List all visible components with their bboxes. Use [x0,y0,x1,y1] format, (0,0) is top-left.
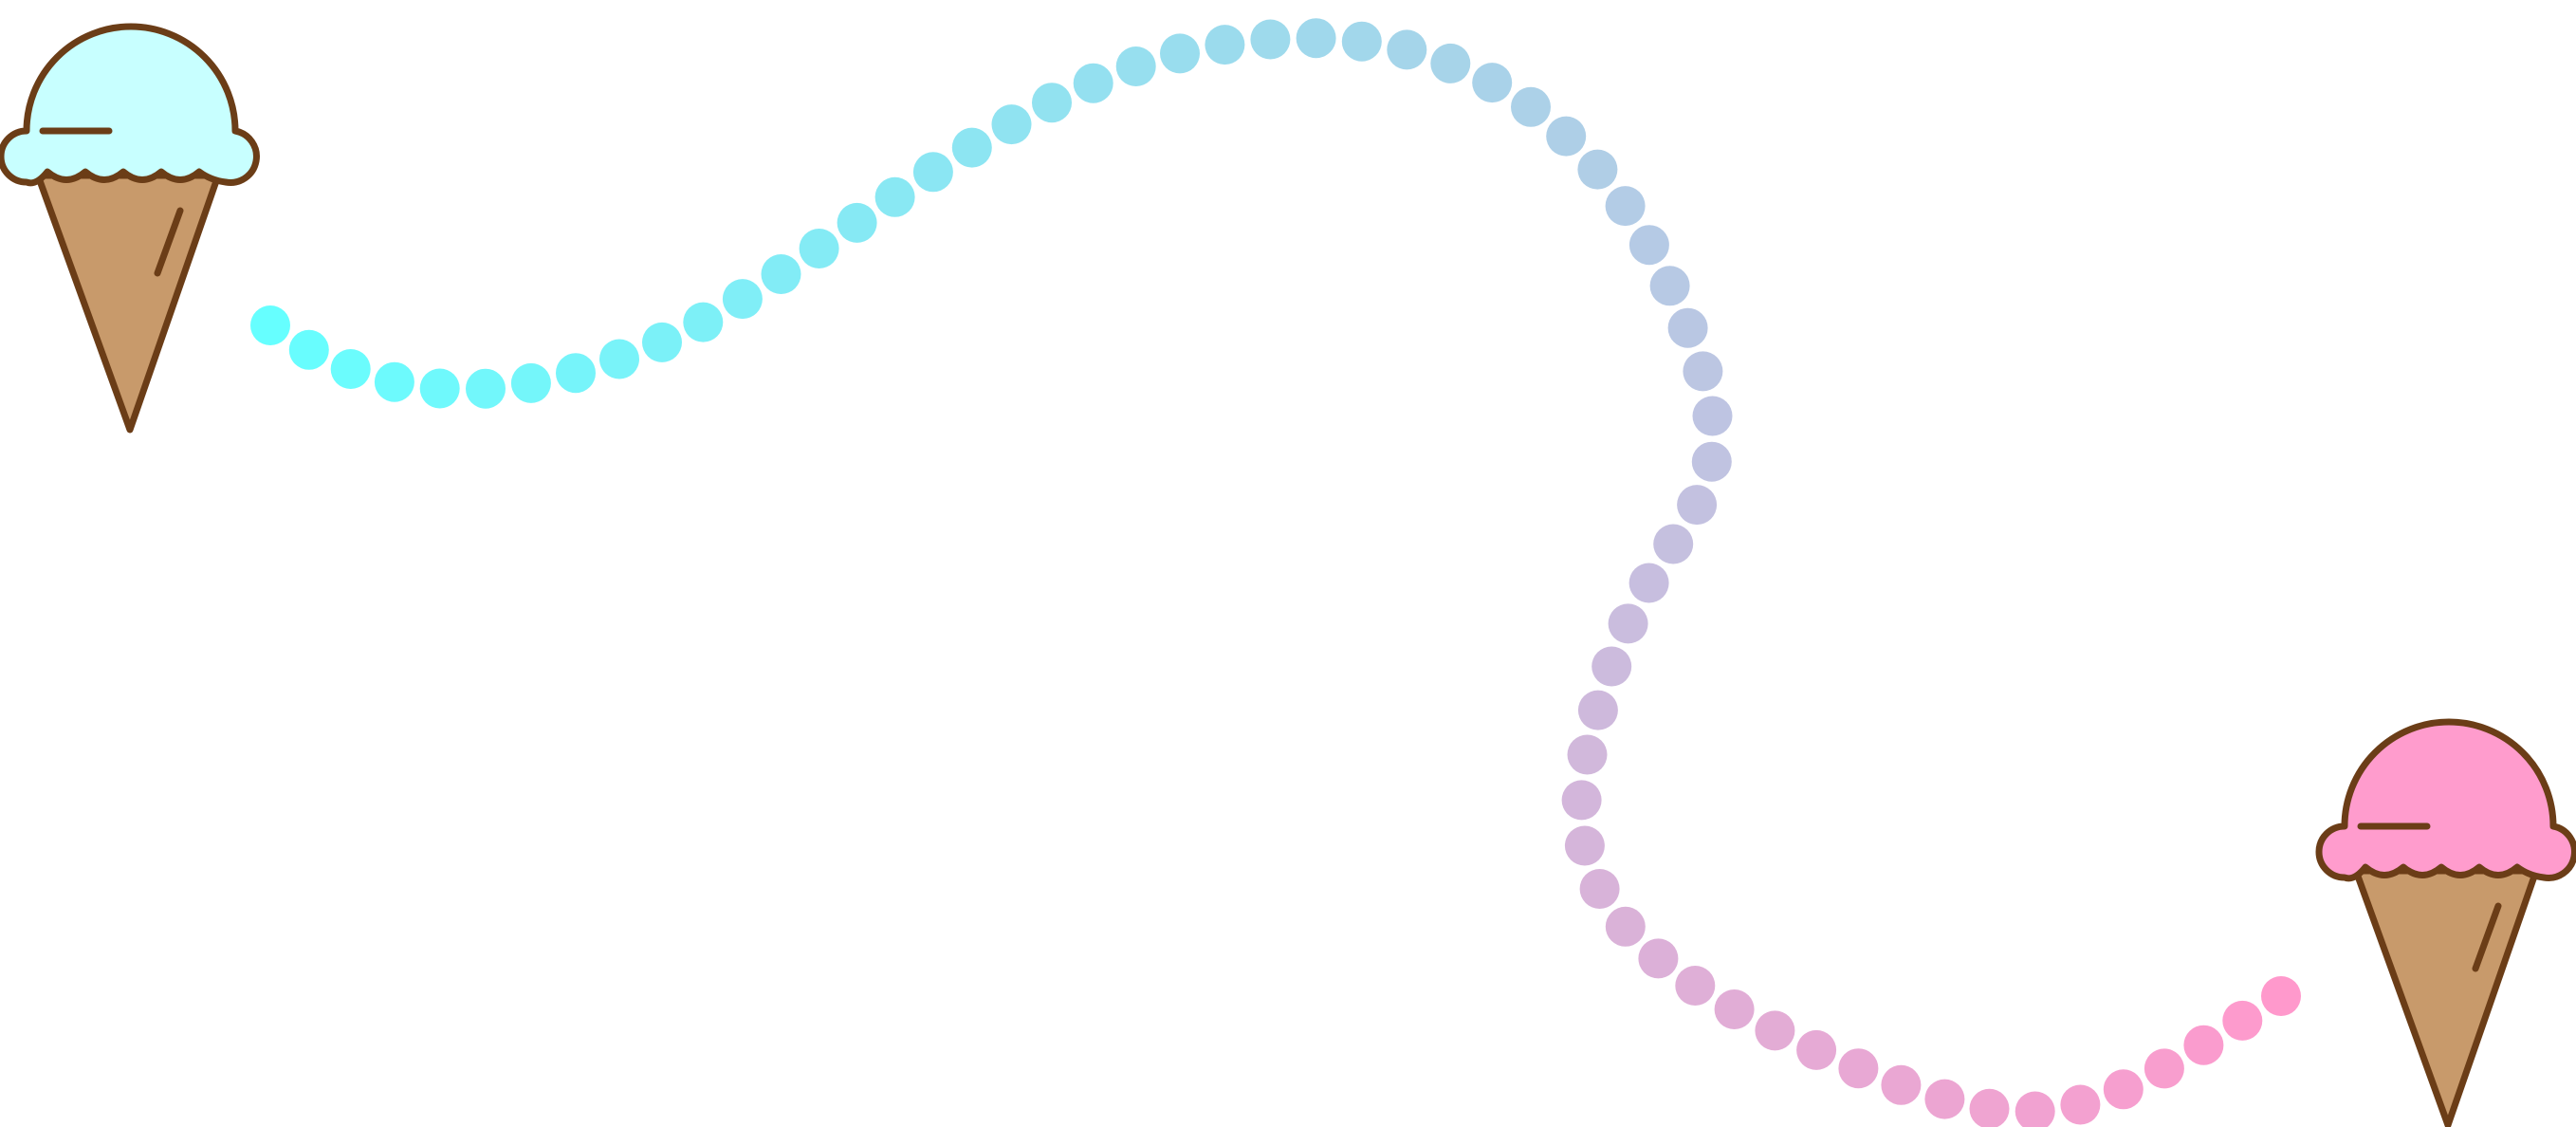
trail-dot [1073,63,1113,103]
trail-dot [419,368,460,409]
trail-dot [466,368,506,409]
trail-dot [1838,1048,1879,1089]
trail-dot [1472,63,1513,103]
trail-dot [1296,18,1336,59]
end-ice-cream-icon [2315,718,2576,1127]
trail-dot [1205,25,1245,65]
trail-dot [837,202,877,243]
scoop-icon [0,23,260,187]
trail-dot [1341,21,1382,62]
trail-dot [1561,780,1602,821]
trail-dot [1567,734,1608,775]
trail-dot [642,322,682,362]
trail-dot [1677,485,1718,526]
scoop-icon [2315,718,2576,882]
trail-dot [799,229,839,268]
trail-dot [1605,186,1646,227]
trail-dot [2183,1025,2224,1065]
trail-dot [2261,976,2301,1016]
trail-dot [1628,563,1669,603]
dotted-trail [250,18,2301,1127]
trail-dot [1592,646,1632,687]
trail-dot [2222,1000,2263,1041]
cone-waffle-icon [2352,867,2540,1127]
trail-dot [1160,33,1200,74]
trail-dot [1577,149,1618,190]
trail-dot [2103,1069,2144,1110]
trail-dot [1796,1029,1837,1070]
trail-dot [2015,1091,2055,1127]
cone-waffle-icon [34,172,222,434]
trail-dot [1691,441,1732,482]
trail-dot [1924,1079,1965,1119]
trail-dot [951,127,992,168]
trail-dot [1628,225,1669,266]
trail-dot [2060,1084,2101,1125]
trail-dot [1881,1064,1922,1105]
trail-dot [683,302,724,342]
trail-dot [288,329,329,370]
trail-dot [1387,29,1427,70]
trail-dot [1605,906,1646,947]
trail-dot [1430,43,1471,83]
trail-dot [2144,1048,2184,1089]
trail-dot [599,339,639,379]
trail-dot [1564,825,1605,866]
trail-dot [250,305,290,345]
trail-dot [374,361,414,402]
trail-dot [1638,938,1679,979]
trail-dot [330,349,371,389]
trail-guide [270,38,2281,1112]
trail-dot [912,152,953,193]
trail-dot [1692,396,1733,436]
trail-dot [1969,1088,2010,1127]
trail-dot [510,362,551,403]
trail-dot [1714,989,1755,1029]
trail-dot [761,254,801,294]
trail-dot [1032,83,1072,123]
trail-dot [556,353,596,394]
trail-dot [722,279,763,320]
cone-highlight-icon [154,207,184,277]
trail-dot [1608,603,1648,644]
trail-dot [1755,1010,1795,1051]
start-ice-cream-icon [0,23,260,434]
trail-dot [1577,690,1618,730]
trail-dot [1675,966,1716,1006]
cone-highlight-icon [2472,902,2502,972]
trail-dot [1683,351,1723,392]
trail-dot [1649,266,1690,306]
trail-dot [1250,19,1291,60]
trail-dot [991,104,1032,145]
trail-dot [1667,307,1708,348]
trail-dot [874,176,915,217]
trail-dot [1579,869,1620,909]
trail-dot [1546,116,1587,157]
trail-dot [1115,46,1156,86]
trail-dot [1511,86,1551,127]
trail-dot [1653,524,1694,564]
